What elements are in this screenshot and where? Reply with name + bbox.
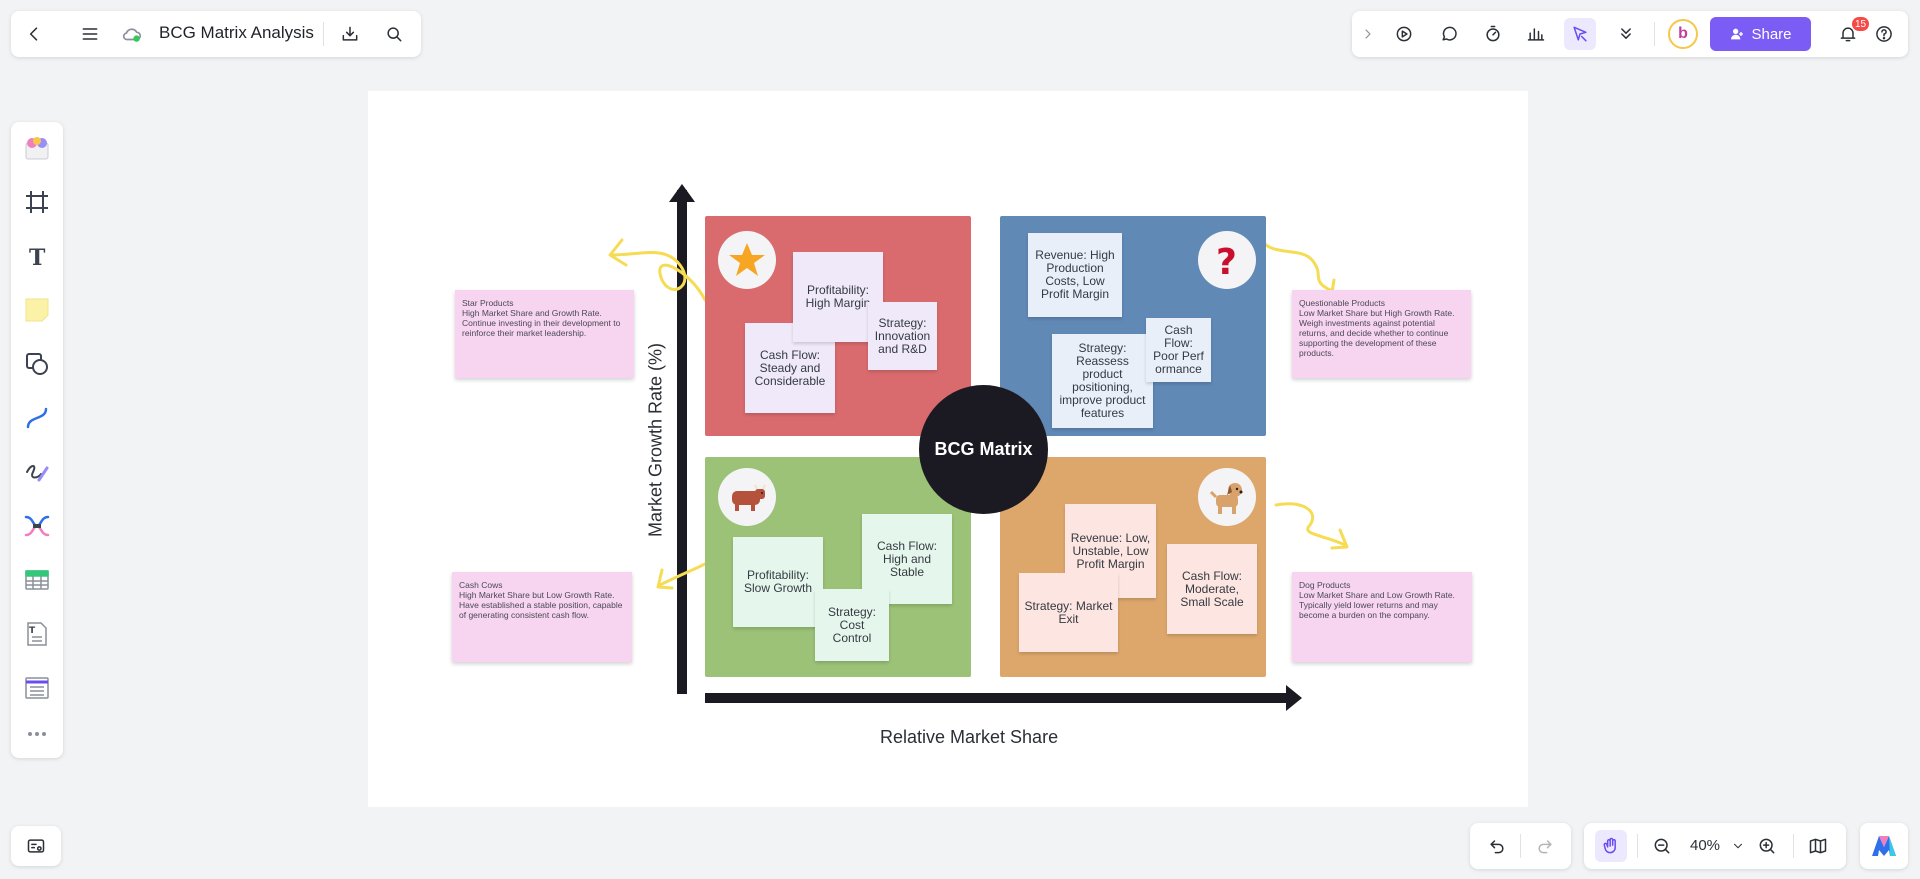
zoom-in-icon[interactable] [1751, 830, 1783, 862]
x-axis-label[interactable]: Relative Market Share [880, 727, 1059, 747]
undo-icon[interactable] [1481, 830, 1513, 862]
undo-redo-panel [1470, 823, 1571, 869]
cow-profitability-note[interactable]: Profitability: Slow Growth [733, 537, 823, 627]
note-title: Questionable Products [1299, 298, 1385, 308]
templates-icon[interactable] [21, 132, 53, 164]
divider [1637, 834, 1638, 858]
minimap-settings-icon[interactable] [20, 830, 52, 862]
note-body: Low Market Share but High Growth Rate. W… [1299, 308, 1455, 358]
document-title[interactable]: BCG Matrix Analysis [159, 23, 314, 42]
bcg-matrix-center[interactable]: BCG Matrix [919, 385, 1048, 514]
pen-icon[interactable] [21, 456, 53, 488]
app-logo[interactable] [1860, 823, 1908, 869]
text-icon[interactable]: T [21, 240, 53, 272]
logo-icon [1872, 836, 1896, 856]
note-title: Cash Cows [459, 580, 503, 590]
svg-text:T: T [29, 626, 36, 636]
timer-icon[interactable] [1477, 18, 1509, 50]
question-revenue-note[interactable]: Revenue: High Production Costs, Low Prof… [1028, 233, 1122, 317]
mindmap-icon[interactable] [21, 510, 53, 542]
zoom-out-icon[interactable] [1646, 830, 1678, 862]
dog-products-note[interactable]: Dog Products Low Market Share and Low Gr… [1292, 572, 1472, 662]
download-icon[interactable] [334, 18, 366, 50]
frame-icon[interactable] [21, 186, 53, 218]
divider [323, 22, 324, 46]
search-icon[interactable] [378, 18, 410, 50]
dog-strategy-note[interactable]: Strategy: Market Exit [1019, 573, 1118, 652]
vote-icon[interactable] [1520, 18, 1552, 50]
cloud-synced-icon [119, 18, 145, 50]
zoom-chevron-down-icon[interactable] [1726, 832, 1750, 860]
hand-tool-icon[interactable] [1595, 830, 1627, 862]
divider [1654, 22, 1655, 46]
divider [1520, 834, 1521, 858]
note-title: Star Products [462, 298, 514, 308]
connector-icon[interactable] [21, 402, 53, 434]
questionable-products-note[interactable]: Questionable Products Low Market Share b… [1292, 290, 1471, 378]
chevron-double-down-icon[interactable] [1610, 18, 1642, 50]
redo-icon[interactable] [1529, 830, 1561, 862]
more-icon[interactable] [21, 718, 53, 750]
star-cashflow-note[interactable]: Cash Flow: Steady and Considerable [745, 323, 835, 413]
list-icon[interactable] [21, 672, 53, 704]
table-icon[interactable] [21, 564, 53, 596]
cursor-follow-icon[interactable] [1564, 18, 1596, 50]
star-strategy-note[interactable]: Strategy: Innovation and R&D [868, 302, 937, 370]
dog-icon [1198, 468, 1256, 526]
notification-badge: 15 [1852, 17, 1870, 31]
bell-icon[interactable] [1832, 18, 1864, 50]
svg-text:T: T [29, 245, 46, 270]
star-products-note[interactable]: Star Products High Market Share and Grow… [455, 290, 634, 378]
cow-icon [718, 468, 776, 526]
menu-icon[interactable] [74, 18, 106, 50]
note-body: High Market Share and Growth Rate. Conti… [462, 308, 621, 338]
play-icon[interactable] [1388, 18, 1420, 50]
help-icon[interactable] [1868, 18, 1900, 50]
top-right-toolbar: b Share 15 [1352, 11, 1908, 57]
note-title: Dog Products [1299, 580, 1351, 590]
question-strategy-note[interactable]: Strategy: Reassess product positioning, … [1052, 334, 1153, 428]
svg-text:?: ? [1216, 242, 1237, 280]
note-body: Low Market Share and Low Growth Rate. Ty… [1299, 590, 1455, 620]
shape-icon[interactable] [21, 348, 53, 380]
avatar[interactable]: b [1668, 19, 1698, 49]
user-share-icon [1731, 28, 1744, 40]
dog-cashflow-note[interactable]: Cash Flow: Moderate, Small Scale [1167, 544, 1257, 634]
divider [1793, 834, 1794, 858]
question-cashflow-note[interactable]: Cash Flow: Poor Perf ormance [1146, 318, 1211, 382]
cash-cows-note[interactable]: Cash Cows High Market Share but Low Grow… [452, 572, 632, 662]
share-label: Share [1751, 25, 1792, 43]
y-axis-label[interactable]: Market Growth Rate (%) [645, 342, 666, 538]
left-toolbar: T T [11, 122, 63, 758]
bottom-left-panel [11, 826, 61, 866]
sticky-note-icon[interactable] [21, 294, 53, 326]
star-icon [718, 231, 776, 289]
text-document-icon[interactable]: T [21, 618, 53, 650]
comment-icon[interactable] [1433, 18, 1465, 50]
top-left-toolbar: BCG Matrix Analysis [11, 11, 421, 57]
back-icon[interactable] [18, 18, 50, 50]
note-body: High Market Share but Low Growth Rate. H… [459, 590, 623, 620]
cow-strategy-note[interactable]: Strategy: Cost Control [815, 589, 889, 661]
share-button[interactable]: Share [1710, 17, 1811, 51]
map-icon[interactable] [1802, 830, 1834, 862]
zoom-level[interactable]: 40% [1690, 837, 1721, 854]
chevron-right-icon[interactable] [1358, 18, 1378, 50]
zoom-panel: 40% [1584, 823, 1846, 869]
question-mark-icon: ? [1198, 231, 1256, 289]
